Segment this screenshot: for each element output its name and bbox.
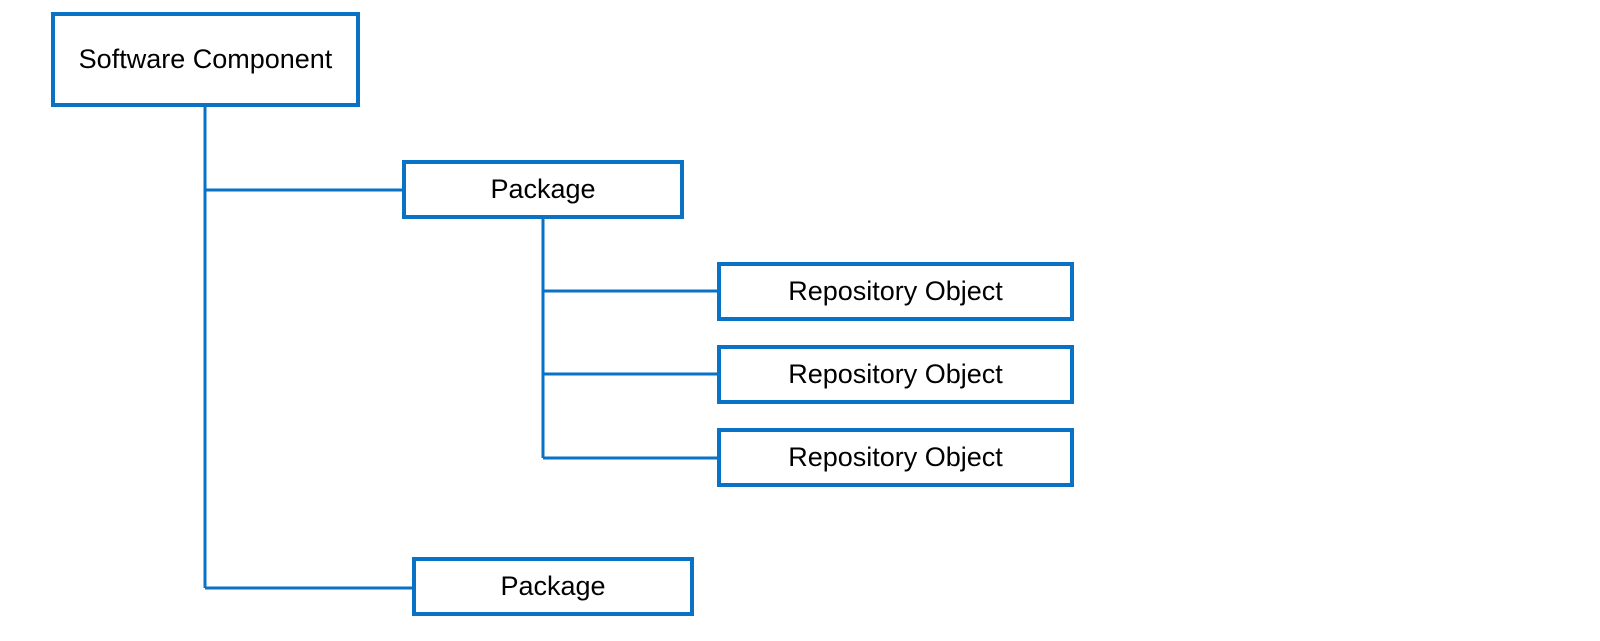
package-node: Package — [412, 557, 694, 616]
node-label: Package — [500, 571, 606, 601]
node-label: Package — [490, 174, 596, 204]
node-label: Software Component — [78, 44, 333, 74]
repository-object-node: Repository Object — [717, 345, 1074, 404]
node-label: Repository Object — [788, 359, 1003, 389]
node-label: Repository Object — [788, 442, 1003, 472]
repository-object-node: Repository Object — [717, 262, 1074, 321]
node-label: Repository Object — [788, 276, 1003, 306]
software-component-node: Software Component — [51, 12, 360, 107]
package-node: Package — [402, 160, 684, 219]
repository-object-node: Repository Object — [717, 428, 1074, 487]
